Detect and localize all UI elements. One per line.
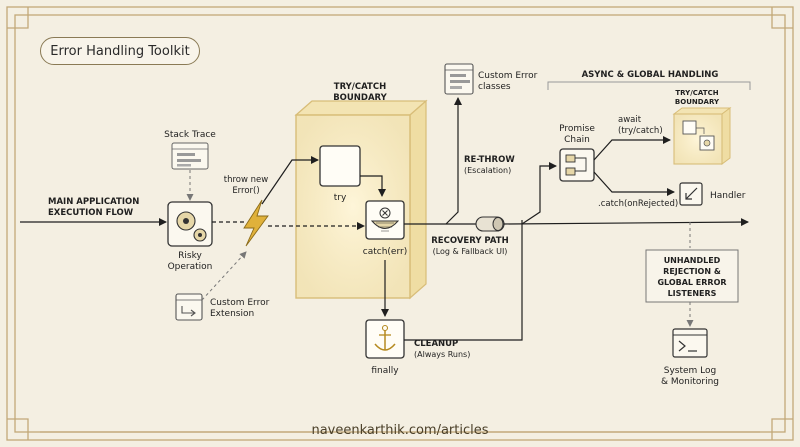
mini-boundary-label-1: TRY/CATCH <box>675 89 718 97</box>
unhandled-label-3: GLOBAL ERROR <box>657 278 726 287</box>
try-label: try <box>334 193 347 203</box>
try-to-catch-arrow <box>360 175 386 197</box>
recovery-label-1: RECOVERY PATH <box>431 236 508 246</box>
finally-block[interactable] <box>365 319 405 359</box>
recovery-line-b <box>503 218 749 227</box>
catch-rejected-arrow <box>593 171 675 196</box>
try-catch-boundary-box <box>294 99 428 300</box>
unhandled-box <box>645 249 739 303</box>
custom-extension-label-2: Extension <box>210 309 254 319</box>
handler-label: Handler <box>710 191 746 201</box>
page-title: Error Handling Toolkit <box>40 37 200 65</box>
unhandled-label-4: LISTENERS <box>668 289 717 298</box>
recovery-pipe-icon <box>475 216 505 232</box>
lightning-icon <box>243 199 269 247</box>
catch-label: catch(err) <box>363 247 407 257</box>
custom-extension-label-1: Custom Error <box>210 298 270 308</box>
rethrow-label-1: RE-THROW <box>464 155 515 165</box>
footer-url[interactable]: naveenkarthik.com/articles <box>311 423 489 438</box>
boundary-label-2: BOUNDARY <box>333 93 387 103</box>
extension-connector <box>201 251 247 301</box>
cleanup-label-2: (Always Runs) <box>414 350 470 359</box>
recovery-label-2: (Log & Fallback UI) <box>433 247 508 256</box>
custom-classes-label-1: Custom Error <box>478 71 538 81</box>
throw-label-1: throw new <box>224 175 268 185</box>
catch-block[interactable] <box>365 200 405 240</box>
async-section-title: ASYNC & GLOBAL HANDLING <box>582 70 719 80</box>
to-promise-arrow <box>521 162 557 225</box>
custom-error-extension-icon[interactable] <box>175 293 203 321</box>
main-flow-label-1: MAIN APPLICATION <box>48 197 139 207</box>
stack-trace-icon <box>171 142 209 170</box>
risky-label-2: Operation <box>168 262 213 272</box>
decorative-frame <box>6 6 794 441</box>
rethrow-arrow <box>445 97 462 225</box>
handler-icon[interactable] <box>679 182 703 206</box>
main-flow-label-2: EXECUTION FLOW <box>48 208 134 218</box>
unhandled-label-2: REJECTION & <box>663 267 721 276</box>
stack-trace-label: Stack Trace <box>164 130 216 140</box>
await-label-1: await <box>618 115 642 125</box>
system-log-label-1: System Log <box>664 366 717 376</box>
risky-operation-node[interactable] <box>167 201 213 247</box>
promise-label-2: Chain <box>564 135 590 145</box>
boundary-label-1: TRY/CATCH <box>334 82 386 92</box>
custom-error-classes-icon[interactable] <box>444 63 474 95</box>
try-block[interactable] <box>319 145 361 187</box>
promise-chain-icon[interactable] <box>559 148 595 182</box>
system-log-label-2: & Monitoring <box>661 377 719 387</box>
throw-arrow <box>261 156 319 205</box>
promise-label-1: Promise <box>559 124 595 134</box>
custom-classes-label-2: classes <box>478 82 511 92</box>
unhandled-label-1: UNHANDLED <box>664 256 721 265</box>
await-arrow <box>593 136 671 161</box>
mini-boundary-box <box>672 107 732 165</box>
cleanup-label-1: CLEANUP <box>414 339 458 349</box>
async-section-bracket <box>547 81 751 90</box>
rethrow-label-2: (Escalation) <box>464 166 511 175</box>
cleanup-path <box>404 220 523 341</box>
await-label-2: (try/catch) <box>618 126 663 136</box>
mini-boundary-label-2: BOUNDARY <box>675 98 720 106</box>
catch-rejected-label: .catch(onRejected) <box>598 199 678 209</box>
throw-label-2: Error() <box>232 186 259 196</box>
terminal-icon[interactable] <box>672 328 708 358</box>
finally-label: finally <box>371 366 399 376</box>
risky-label-1: Risky <box>178 251 202 261</box>
